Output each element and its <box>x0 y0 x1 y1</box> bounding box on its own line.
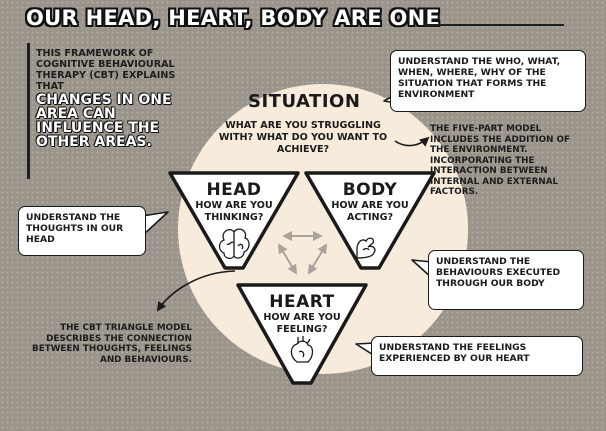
heart-title: Heart <box>269 292 335 312</box>
heart-triangle <box>236 283 368 385</box>
anatomical-heart-icon <box>290 336 314 363</box>
intro-bar <box>27 43 30 179</box>
body-callout: Understand the behaviours executed throu… <box>428 250 584 310</box>
cbt-triangle-note: The CBT triangle model describes the con… <box>32 323 192 365</box>
heart-callout: Understand the feelings experienced by o… <box>371 336 583 376</box>
head-title: Head <box>206 180 262 200</box>
situation-title: Situation <box>248 91 361 112</box>
body-callout-tail <box>411 259 433 279</box>
flexed-arm-icon <box>356 237 376 259</box>
cbt-triangle-arrow <box>156 270 236 312</box>
body-triangle <box>304 171 436 270</box>
body-heart-arrow <box>307 243 328 275</box>
heart-callout-tail <box>355 342 376 357</box>
heart-question: How are you feeling? <box>263 312 341 335</box>
head-callout-tail <box>141 211 169 237</box>
situation-question: What are you struggling with? What do yo… <box>218 120 388 155</box>
head-callout: Understand the thoughts in our head <box>18 206 146 256</box>
head-question: How are you thinking? <box>195 200 273 223</box>
heart-label: Heart How are you feeling? <box>250 292 354 336</box>
head-heart-arrow <box>277 243 298 275</box>
body-label: Body How are you acting? <box>318 180 422 224</box>
situation-callout: Understand the who, what, when, where, w… <box>390 50 586 112</box>
five-part-arrow <box>394 136 430 147</box>
title-rule <box>424 24 564 26</box>
body-question: How are you acting? <box>331 200 409 223</box>
body-title: Body <box>342 180 398 200</box>
brain-icon <box>218 228 250 260</box>
intro-block: This framework of Cognitive Behavioural … <box>36 48 206 149</box>
intro-highlight: changes in one area can influence the ot… <box>36 92 172 150</box>
head-label: Head How are you thinking? <box>182 180 286 224</box>
five-part-note: The five-part model includes the additio… <box>430 124 571 197</box>
page-title: Our Head, Heart, Body Are One <box>26 6 441 30</box>
intro-text: This framework of Cognitive Behavioural … <box>36 48 176 92</box>
head-triangle <box>168 171 300 270</box>
